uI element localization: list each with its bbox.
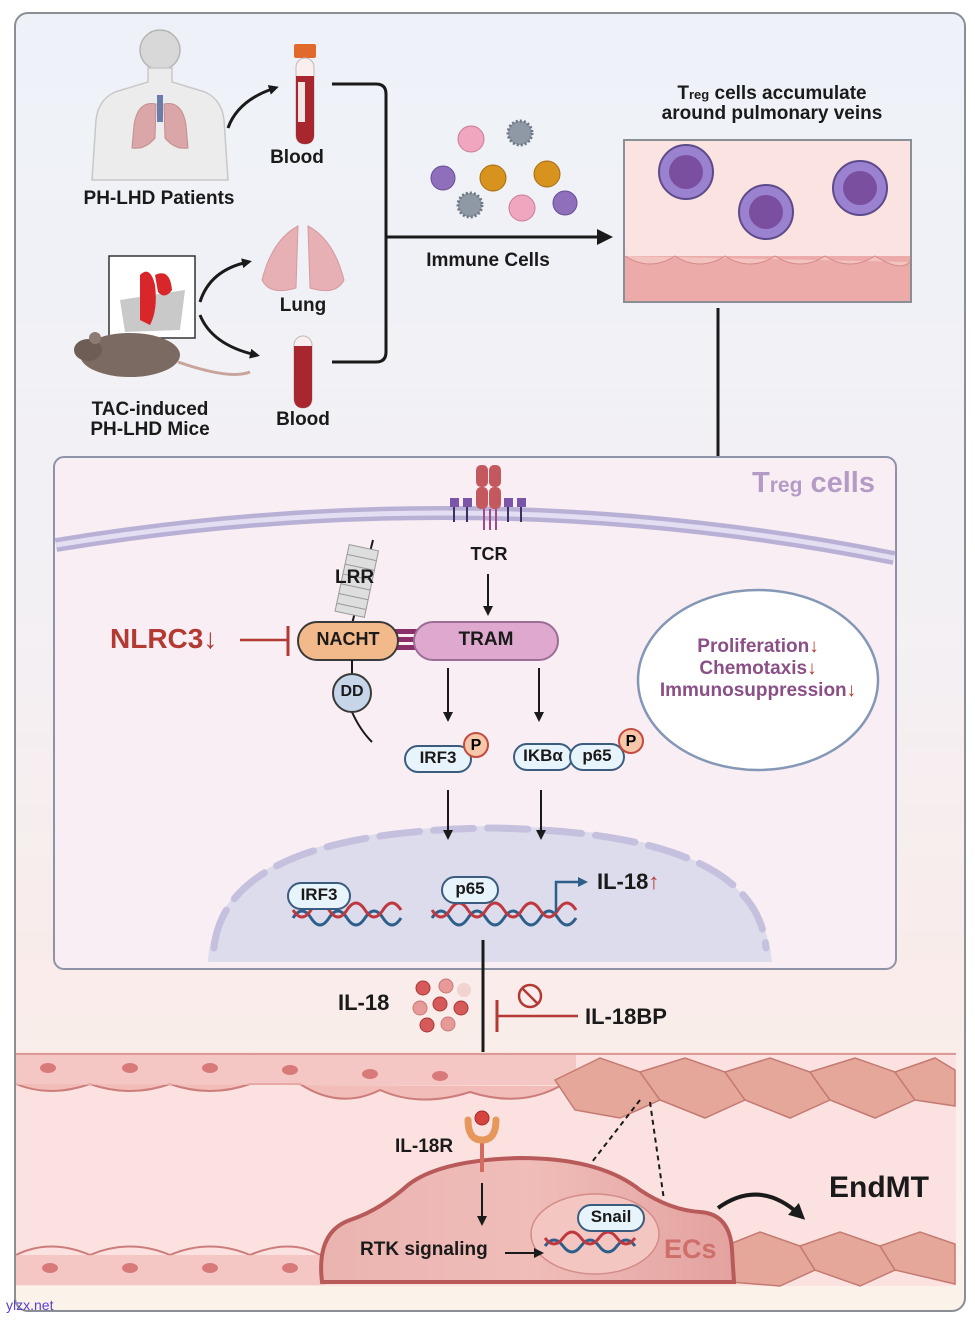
pulmonary-vein-box (623, 139, 912, 303)
up-arrow-icon: ↑ (648, 869, 660, 894)
vein-title: Treg cells accumulate around pulmonary v… (640, 84, 904, 124)
dna-irf3-icon (291, 901, 403, 927)
blood-human-label: Blood (270, 147, 324, 168)
arrow-endmt (716, 1192, 806, 1220)
mouse-heart-inset (108, 255, 196, 339)
ikba-pill: IKBα (513, 743, 573, 771)
il18r-label: IL-18R (395, 1136, 454, 1157)
il18-label: IL-18 (338, 990, 390, 1015)
treg-panel (53, 456, 897, 970)
il18-upregulated-label: IL-18↑ (597, 869, 660, 894)
arrow-mouse-to-blood (198, 314, 260, 359)
p65-pill: p65 (569, 743, 625, 771)
lung-icon (261, 225, 345, 292)
lrr-label: LRR (335, 567, 375, 588)
endmt-label: EndMT (829, 1171, 929, 1204)
vein-title-line2: around pulmonary veins (661, 102, 883, 124)
merge-bracket (332, 82, 388, 364)
blood-mouse-label: Blood (276, 409, 330, 430)
dd-label: DD (340, 683, 364, 700)
tcr-label: TCR (470, 544, 508, 564)
phospho-badge-irf3: P (463, 732, 489, 758)
effect-proliferation: Proliferation↓ (697, 636, 819, 657)
phospho-badge-p65: P (618, 728, 644, 754)
effects-list: Proliferation↓ Chemotaxis↓ Immunosuppres… (640, 636, 876, 702)
il18bp-label: IL-18BP (585, 1004, 667, 1029)
immune-cells-label: Immune Cells (426, 250, 550, 271)
arrow-patient-to-blood (226, 85, 279, 129)
mouse-icon (74, 332, 251, 377)
patients-label: PH-LHD Patients (83, 188, 235, 209)
effects-ellipse (636, 588, 880, 772)
il18-receptor-icon (464, 1110, 500, 1172)
down-arrow-icon: ↓ (807, 658, 817, 679)
immune-cells-icon (430, 119, 578, 222)
mesenchymal-cells-top (553, 1057, 956, 1119)
tram-domain (413, 621, 559, 661)
rtk-signaling-label: RTK signaling (360, 1239, 488, 1260)
watermark: ylzx.net (6, 1297, 54, 1313)
human-patient-icon (91, 29, 229, 181)
vein-title-line1: Treg cells accumulate (677, 83, 867, 104)
tram-label: TRAM (458, 629, 514, 650)
down-arrow-icon: ↓ (809, 636, 819, 657)
nucleus-irf3-pill: IRF3 (287, 882, 351, 910)
blood-tube-human-icon (294, 44, 316, 145)
mice-label: TAC-induced PH-LHD Mice (70, 400, 230, 440)
mice-label-line1: TAC-induced (91, 399, 209, 420)
prohibit-icon (517, 983, 543, 1009)
down-arrow-icon: ↓ (203, 623, 218, 654)
nacht-label: NACHT (316, 629, 380, 649)
irf3-pill: IRF3 (404, 745, 472, 773)
arrow-mouse-to-lung (198, 258, 252, 303)
down-arrow-icon: ↓ (846, 680, 857, 701)
mice-label-line2: PH-LHD Mice (90, 418, 210, 440)
nacht-tram-linker (393, 629, 421, 650)
snail-pill: Snail (577, 1204, 645, 1232)
il18-particles-icon (412, 978, 471, 1033)
treg-panel-title: Treg cells (752, 467, 875, 499)
zoom-line-right (649, 1101, 665, 1201)
ecs-label: ECs (664, 1234, 717, 1264)
blood-tube-mouse-icon (293, 335, 313, 409)
effect-immunosuppression: Immunosuppression↓ (659, 680, 857, 701)
lung-label: Lung (279, 295, 327, 316)
nacht-domain (297, 621, 399, 661)
dd-domain (332, 673, 372, 713)
dna-snail-icon (543, 1230, 637, 1254)
dna-p65-icon (430, 901, 578, 927)
effect-chemotaxis: Chemotaxis↓ (699, 658, 817, 679)
tcr-receptor-icon (450, 465, 526, 530)
transcription-arrow (554, 877, 588, 912)
nlrc3-label: NLRC3↓ (110, 623, 218, 654)
zoom-line-left (591, 1099, 641, 1163)
nucleus-p65-pill: p65 (441, 876, 499, 904)
lrr-domain-icon (334, 539, 380, 629)
